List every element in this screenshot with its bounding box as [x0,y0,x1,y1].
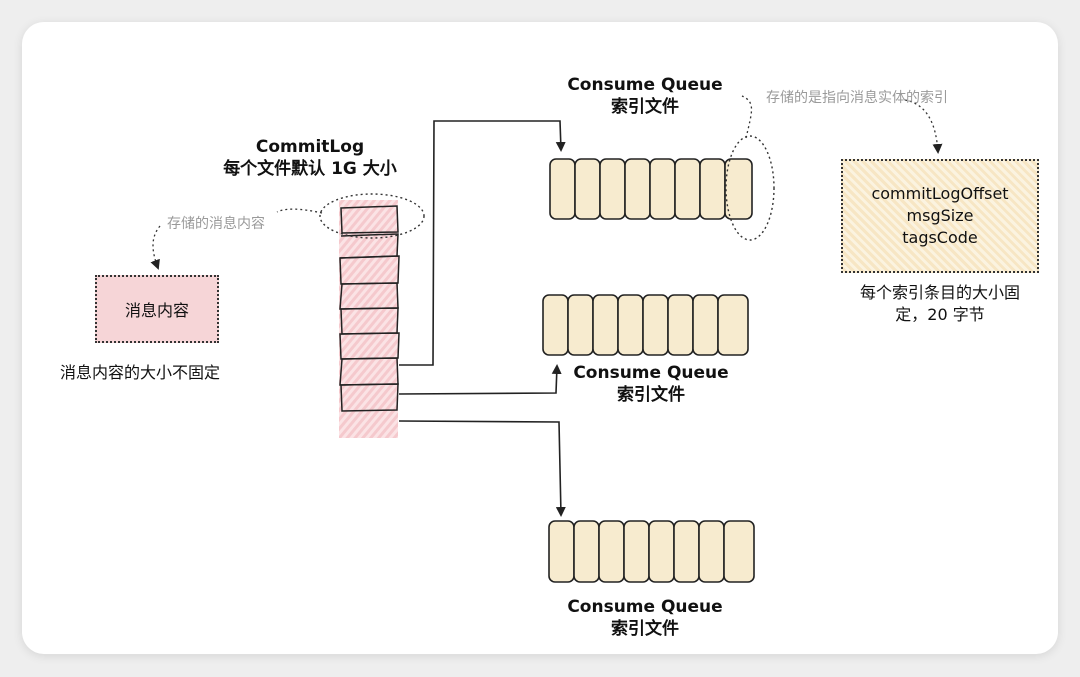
index-entry-caption-line1: 每个索引条目的大小固 [859,283,1020,302]
message-content-box: 消息内容 [95,275,219,343]
queue-1-title: Consume Queue [567,75,723,95]
queue-3-subtitle: 索引文件 [611,619,679,639]
index-box-connector [904,99,943,154]
arrow-to-queue-1 [399,120,566,366]
commitlog-note-connector [276,208,323,214]
index-field-commitlogoffset: commitLogOffset [871,184,1009,203]
queue-1-subtitle: 索引文件 [611,97,679,117]
queue-2-subtitle: 索引文件 [617,385,685,405]
commitlog-stack [339,200,400,438]
queue-1-highlight-ellipse [725,135,775,241]
queue-1-cells [549,158,753,220]
index-entry-caption-line2: 定，20 字节 [895,305,985,324]
queue-3-cells [548,520,755,583]
index-field-msgsize: msgSize [906,206,974,225]
index-entry-box: commitLogOffset msgSize tagsCode [841,159,1039,273]
arrow-to-queue-2 [398,364,562,395]
index-note: 存储的是指向消息实体的索引 [766,90,948,106]
message-content-label: 消息内容 [124,301,189,320]
arrow-to-queue-3 [398,420,566,517]
queue-2-cells [542,294,749,356]
queue-2-title: Consume Queue [573,363,729,383]
commitlog-title: CommitLog [255,137,365,157]
commitlog-note: 存储的消息内容 [167,216,265,232]
message-box-connector [150,225,161,270]
index-note-connector [741,95,753,139]
commitlog-highlight-ellipse [319,193,425,239]
queue-3-title: Consume Queue [567,597,723,617]
index-field-tagscode: tagsCode [902,228,978,247]
commitlog-subtitle: 每个文件默认 1G 大小 [223,159,397,179]
message-content-caption: 消息内容的大小不固定 [59,363,220,382]
